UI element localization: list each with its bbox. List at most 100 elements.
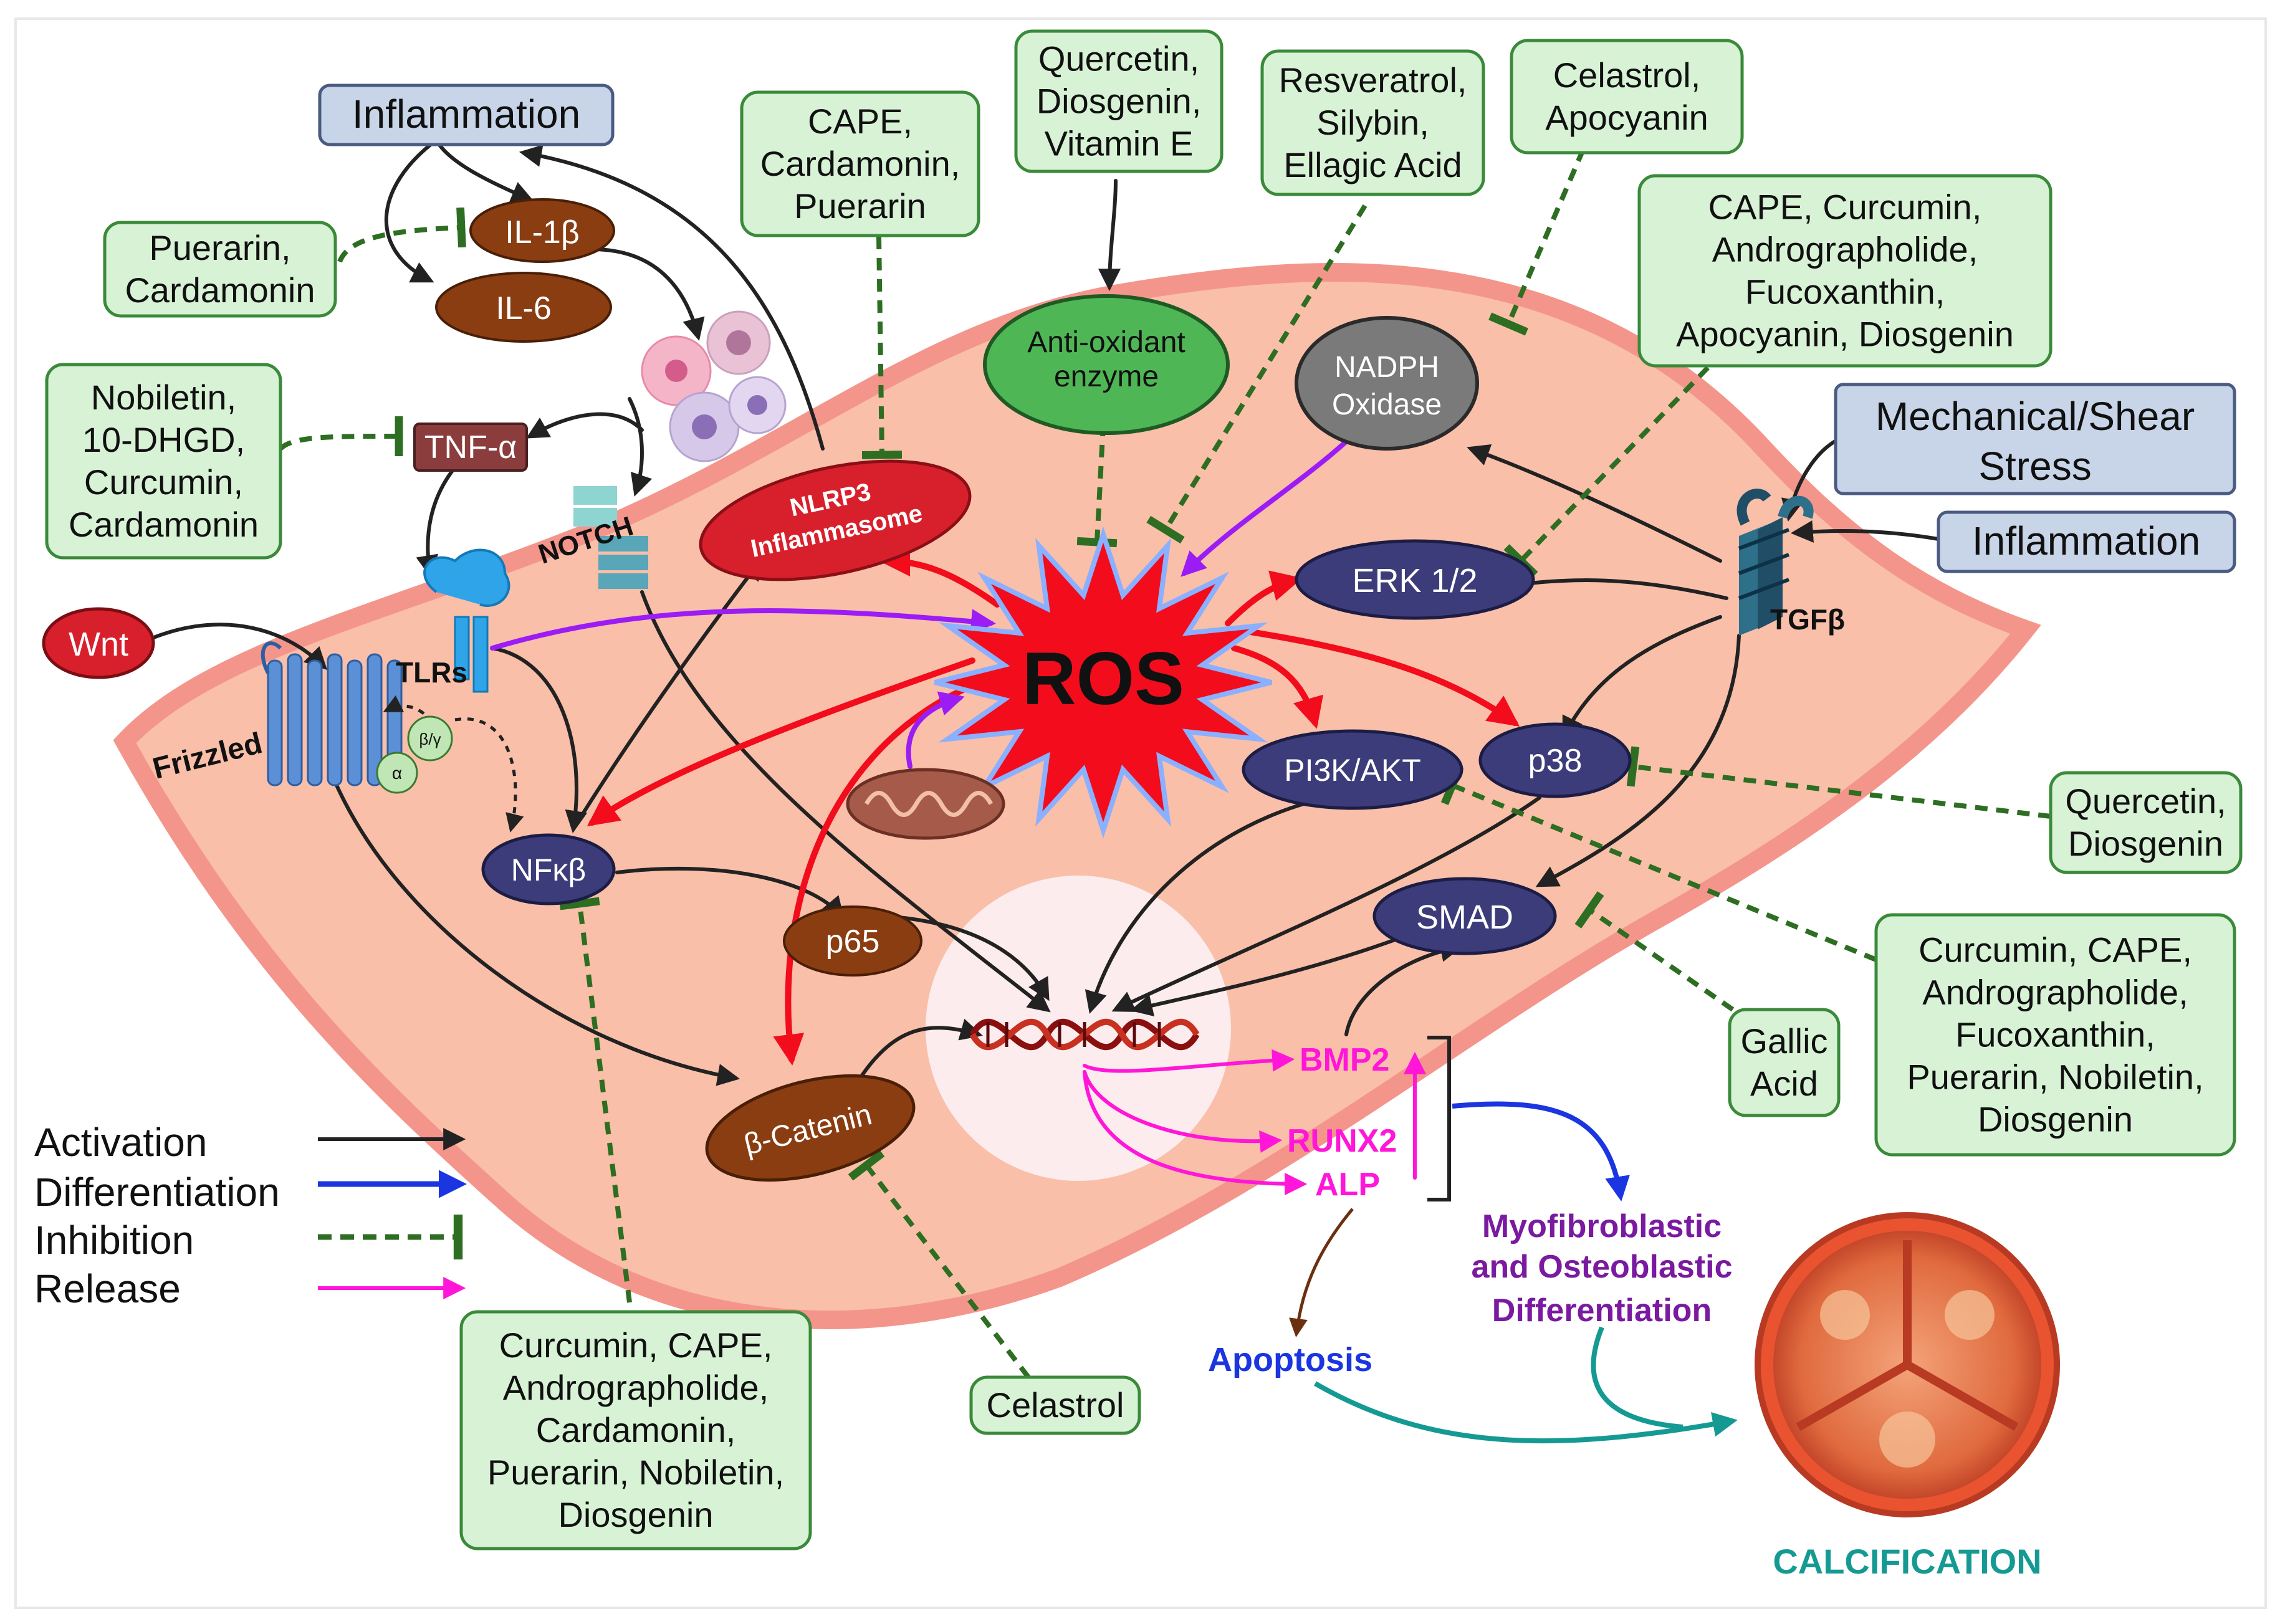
p65-label: p65 <box>826 924 880 960</box>
quercetin-diosgenin-box-line: Quercetin, <box>2065 781 2226 821</box>
notch-receptor <box>573 486 648 589</box>
curcumin-right-box: Curcumin, CAPE,Andrographolide,Fucoxanth… <box>1874 913 2236 1157</box>
celastrol-bottom-line: Celastrol <box>987 1385 1124 1425</box>
g-alpha-label: α <box>392 763 402 783</box>
bmp2-label: BMP2 <box>1300 1042 1389 1078</box>
quercetin-diosgenin-box-line: Diosgenin <box>2068 824 2223 863</box>
curcumin-bottom-box-line: Puerarin, Nobiletin, <box>487 1453 784 1492</box>
cape-curcumin-box: CAPE, Curcumin,Andrographolide,Fucoxanth… <box>1637 174 2052 368</box>
cape-curcumin-box-line: Andrographolide, <box>1712 230 1978 269</box>
nfkb-label: NFκβ <box>511 853 586 887</box>
puerarin-cardamonin-line: Cardamonin <box>125 270 315 310</box>
immune-cells-icon <box>641 310 787 462</box>
il1b-node: IL-1β <box>469 198 615 263</box>
curcumin-right-box-line: Andrographolide, <box>1922 973 2188 1012</box>
resveratrol-box-line: Silybin, <box>1316 103 1429 142</box>
cape-curcumin-box-line: Apocyanin, Diosgenin <box>1676 315 2014 354</box>
apoptosis-arrow <box>1289 1208 1354 1337</box>
nfkb-node: NFκβ <box>481 833 616 905</box>
calcification-label: CALCIFICATION <box>1773 1542 2041 1581</box>
p38-label: p38 <box>1528 743 1583 779</box>
apoptosis-label: Apoptosis <box>1208 1341 1372 1378</box>
tgfb-receptor <box>1736 489 1814 636</box>
nlrp3-node: NLRP3 Inflammasome <box>699 459 972 581</box>
cape-curcumin-box-line: CAPE, Curcumin, <box>1708 188 1982 227</box>
tnfa-node: TNF-α <box>413 423 528 472</box>
g-protein-betagamma: β/γ <box>407 715 453 762</box>
nobiletin-box-line: 10-DHGD, <box>82 420 245 459</box>
quercetin-box-line: Quercetin, <box>1038 39 1199 79</box>
nobiletin-box-line: Curcumin, <box>84 462 243 502</box>
frizzled-receptor <box>261 641 403 786</box>
resveratrol-box-line: Ellagic Acid <box>1283 145 1462 184</box>
activation-arrows <box>141 138 1940 1086</box>
curcumin-bottom-box-line: Cardamonin, <box>536 1410 736 1450</box>
g-protein-arrow <box>454 717 524 833</box>
legend-release-label: Release <box>34 1266 181 1311</box>
il1b-label: IL-1β <box>505 214 580 251</box>
celastrol-apocyanin-box-line: Celastrol, <box>1553 55 1701 95</box>
gallic-box-line: Acid <box>1750 1064 1818 1103</box>
wnt-label: Wnt <box>69 626 128 663</box>
tlr-receptor <box>423 548 510 693</box>
il6-label: IL-6 <box>496 290 552 327</box>
gene-bracket <box>1427 1036 1451 1201</box>
ros-arrows <box>587 545 1520 1066</box>
legend-activation-label: Activation <box>34 1120 207 1165</box>
bcatenin-node: β-Catenin <box>705 1074 916 1182</box>
dna-icon <box>969 1018 1200 1051</box>
legend: Activation Differentiation Inhibition Re… <box>34 1120 467 1311</box>
myofibroblastic-label-1: Myofibroblastic <box>1482 1208 1722 1244</box>
cell-body <box>113 263 2041 1329</box>
cape-curcumin-box-line: Fucoxanthin, <box>1745 272 1945 312</box>
cape-box-line: Cardamonin, <box>760 144 960 183</box>
purple-arrows <box>490 421 1368 769</box>
tlrs-label: TLRs <box>396 656 467 689</box>
cape-box-line: Puerarin <box>794 186 926 226</box>
gallic-box-line: Gallic <box>1740 1021 1827 1061</box>
inhibitor-boxes: Puerarin,CardamoninNobiletin,10-DHGD,Cur… <box>45 29 2243 1550</box>
curcumin-bottom-box-line: Andrographolide, <box>503 1368 769 1407</box>
inflammation-right-box: Inflammation <box>1937 510 2236 573</box>
antioxidant-node: Anti-oxidant enzyme <box>983 294 1230 435</box>
erk-label: ERK 1/2 <box>1352 562 1477 599</box>
cape-box: CAPE,Cardamonin,Puerarin <box>740 90 980 237</box>
puerarin-cardamonin-line: Puerarin, <box>149 228 290 267</box>
cape-box-line: CAPE, <box>808 102 912 141</box>
resveratrol-box-line: Resveratrol, <box>1279 60 1467 100</box>
calcified-valve-icon <box>1755 1212 2060 1517</box>
nobiletin-box: Nobiletin,10-DHGD,Curcumin,Cardamonin <box>45 363 282 560</box>
nadph-label-2: Oxidase <box>1332 388 1442 421</box>
celastrol-apocyanin-box: Celastrol,Apocyanin <box>1510 39 1744 155</box>
curcumin-right-box-line: Puerarin, Nobiletin, <box>1907 1058 2203 1097</box>
quercetin-box-line: Vitamin E <box>1045 124 1194 163</box>
differentiation-arrow <box>1452 1101 1630 1201</box>
puerarin-cardamonin: Puerarin,Cardamonin <box>103 221 337 318</box>
p65-node: p65 <box>783 905 922 977</box>
ros-label: ROS <box>1022 637 1184 720</box>
legend-differentiation-label: Differentiation <box>34 1170 280 1215</box>
to-calcification-arrow <box>1313 1381 1738 1444</box>
g-protein-alpha: α <box>376 752 418 794</box>
erk-node: ERK 1/2 <box>1295 539 1535 620</box>
nadph-node: NADPH Oxidase <box>1295 316 1479 451</box>
antioxidant-label-1: Anti-oxidant <box>1027 326 1185 359</box>
curcumin-bottom-box-line: Diosgenin <box>558 1495 713 1534</box>
inflammation-top-box: Inflammation <box>318 84 615 146</box>
curcumin-right-box-line: Diosgenin <box>1978 1100 2133 1139</box>
antioxidant-label-2: enzyme <box>1054 360 1159 393</box>
mechanical-label-1: Mechanical/Shear <box>1875 394 2195 439</box>
curcumin-right-box-line: Curcumin, CAPE, <box>1918 930 2192 970</box>
wnt-node: Wnt <box>42 607 155 679</box>
curcumin-right-box-line: Fucoxanthin, <box>1955 1015 2155 1054</box>
il6-node: IL-6 <box>435 272 612 343</box>
release-arrows <box>1083 1049 1426 1195</box>
runx2-label: RUNX2 <box>1287 1123 1397 1159</box>
celastrol-apocyanin-box-line: Apocyanin <box>1545 98 1708 137</box>
quercetin-diosgenin-box: Quercetin,Diosgenin <box>2049 771 2243 874</box>
quercetin-box: Quercetin,Diosgenin,Vitamin E <box>1014 29 1224 173</box>
ros-node: ROS <box>934 526 1272 839</box>
g-protein-back-arrow <box>383 695 425 715</box>
